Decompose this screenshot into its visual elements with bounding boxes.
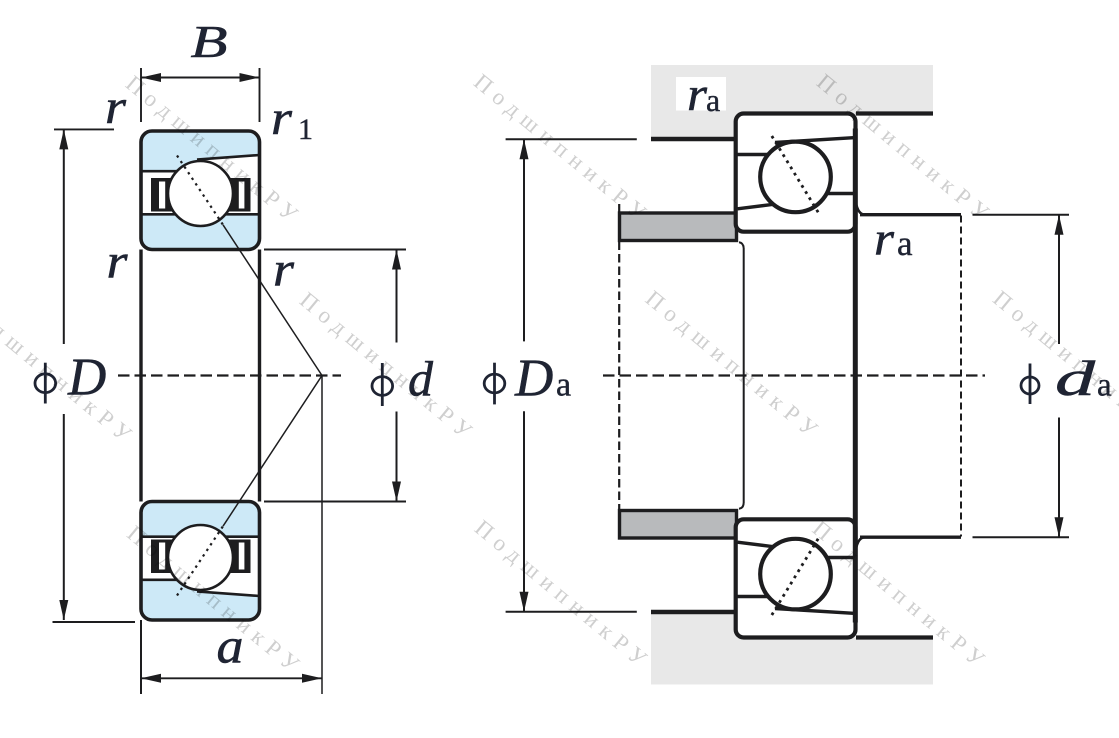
svg-text:d: d xyxy=(408,351,434,407)
svg-text:D: D xyxy=(514,349,553,407)
svg-text:r: r xyxy=(105,79,127,134)
svg-text:a: a xyxy=(217,618,244,674)
svg-text:a: a xyxy=(706,82,720,118)
svg-text:B: B xyxy=(191,16,228,67)
svg-text:r: r xyxy=(687,68,707,121)
svg-text:r: r xyxy=(874,213,894,266)
svg-text:a: a xyxy=(897,224,913,263)
svg-text:r: r xyxy=(107,234,129,289)
svg-text:1: 1 xyxy=(298,113,313,146)
svg-text:D: D xyxy=(67,349,106,407)
svg-text:a: a xyxy=(556,367,571,404)
svg-text:r: r xyxy=(271,90,293,145)
svg-text:d: d xyxy=(1055,350,1097,406)
svg-text:a: a xyxy=(1097,368,1112,404)
svg-text:r: r xyxy=(273,242,295,297)
